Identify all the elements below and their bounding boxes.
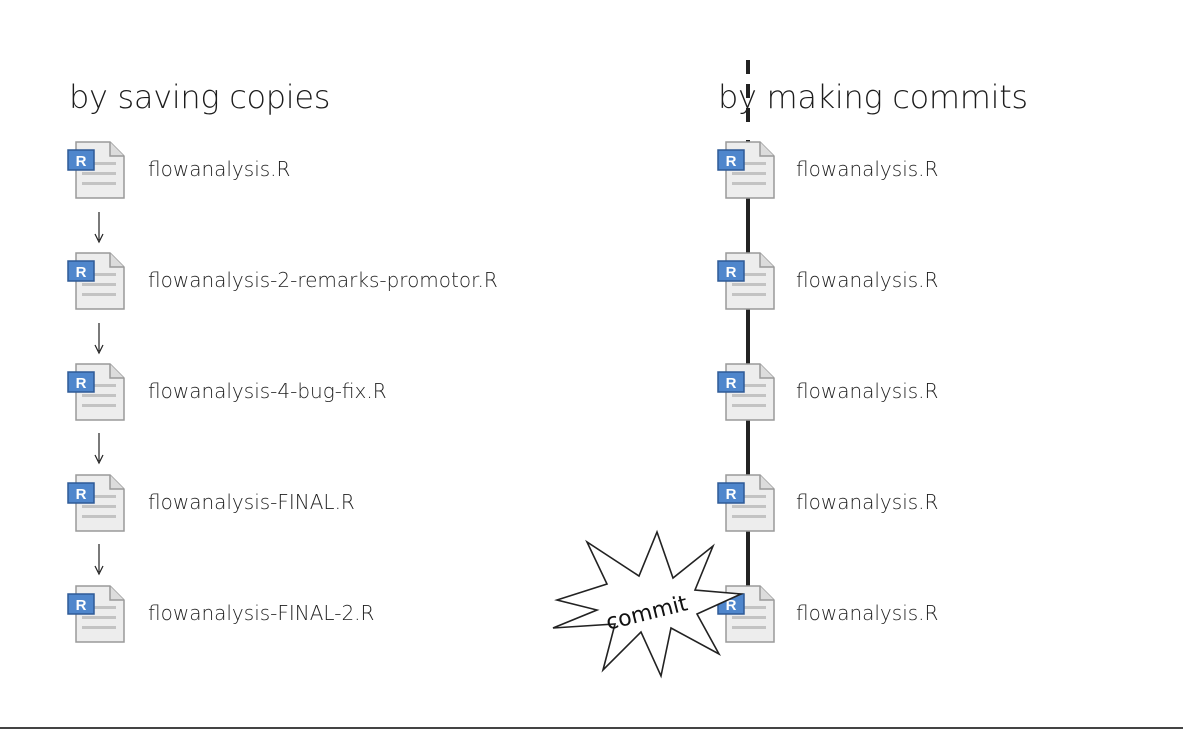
bottom-divider — [0, 727, 1183, 729]
file-name: flowanalysis-4-bug-fix.R — [148, 379, 387, 403]
file-name: flowanalysis.R — [148, 157, 291, 181]
r-file-icon: R — [717, 474, 775, 532]
r-file-icon: R — [717, 252, 775, 310]
r-file-icon: R — [717, 585, 775, 643]
svg-text:R: R — [76, 264, 87, 281]
svg-text:R: R — [726, 486, 737, 503]
r-file-icon: R — [717, 141, 775, 199]
arrow-down-icon — [94, 323, 104, 355]
svg-text:R: R — [76, 153, 87, 170]
file-name: flowanalysis-2-remarks-promotor.R — [148, 268, 498, 292]
file-name: flowanalysis-FINAL.R — [148, 490, 355, 514]
svg-text:R: R — [726, 153, 737, 170]
commit-burst: commit — [552, 529, 745, 679]
heading-making-commits: by making commits — [718, 78, 1028, 116]
svg-text:R: R — [726, 264, 737, 281]
burst-shape — [552, 529, 745, 679]
file-name: flowanalysis.R — [796, 268, 939, 292]
r-file-icon: R — [67, 585, 125, 643]
r-file-icon: R — [67, 141, 125, 199]
file-name: flowanalysis.R — [796, 490, 939, 514]
svg-text:R: R — [76, 597, 87, 614]
svg-text:R: R — [76, 375, 87, 392]
file-name: flowanalysis-FINAL-2.R — [148, 601, 375, 625]
r-file-icon: R — [717, 363, 775, 421]
r-file-icon: R — [67, 474, 125, 532]
arrow-down-icon — [94, 544, 104, 576]
svg-text:R: R — [76, 486, 87, 503]
svg-text:R: R — [726, 375, 737, 392]
svg-text:R: R — [726, 597, 737, 614]
r-file-icon: R — [67, 252, 125, 310]
heading-saving-copies: by saving copies — [69, 78, 331, 116]
arrow-down-icon — [94, 433, 104, 465]
file-name: flowanalysis.R — [796, 157, 939, 181]
file-name: flowanalysis.R — [796, 601, 939, 625]
file-name: flowanalysis.R — [796, 379, 939, 403]
arrow-down-icon — [94, 212, 104, 244]
r-file-icon: R — [67, 363, 125, 421]
